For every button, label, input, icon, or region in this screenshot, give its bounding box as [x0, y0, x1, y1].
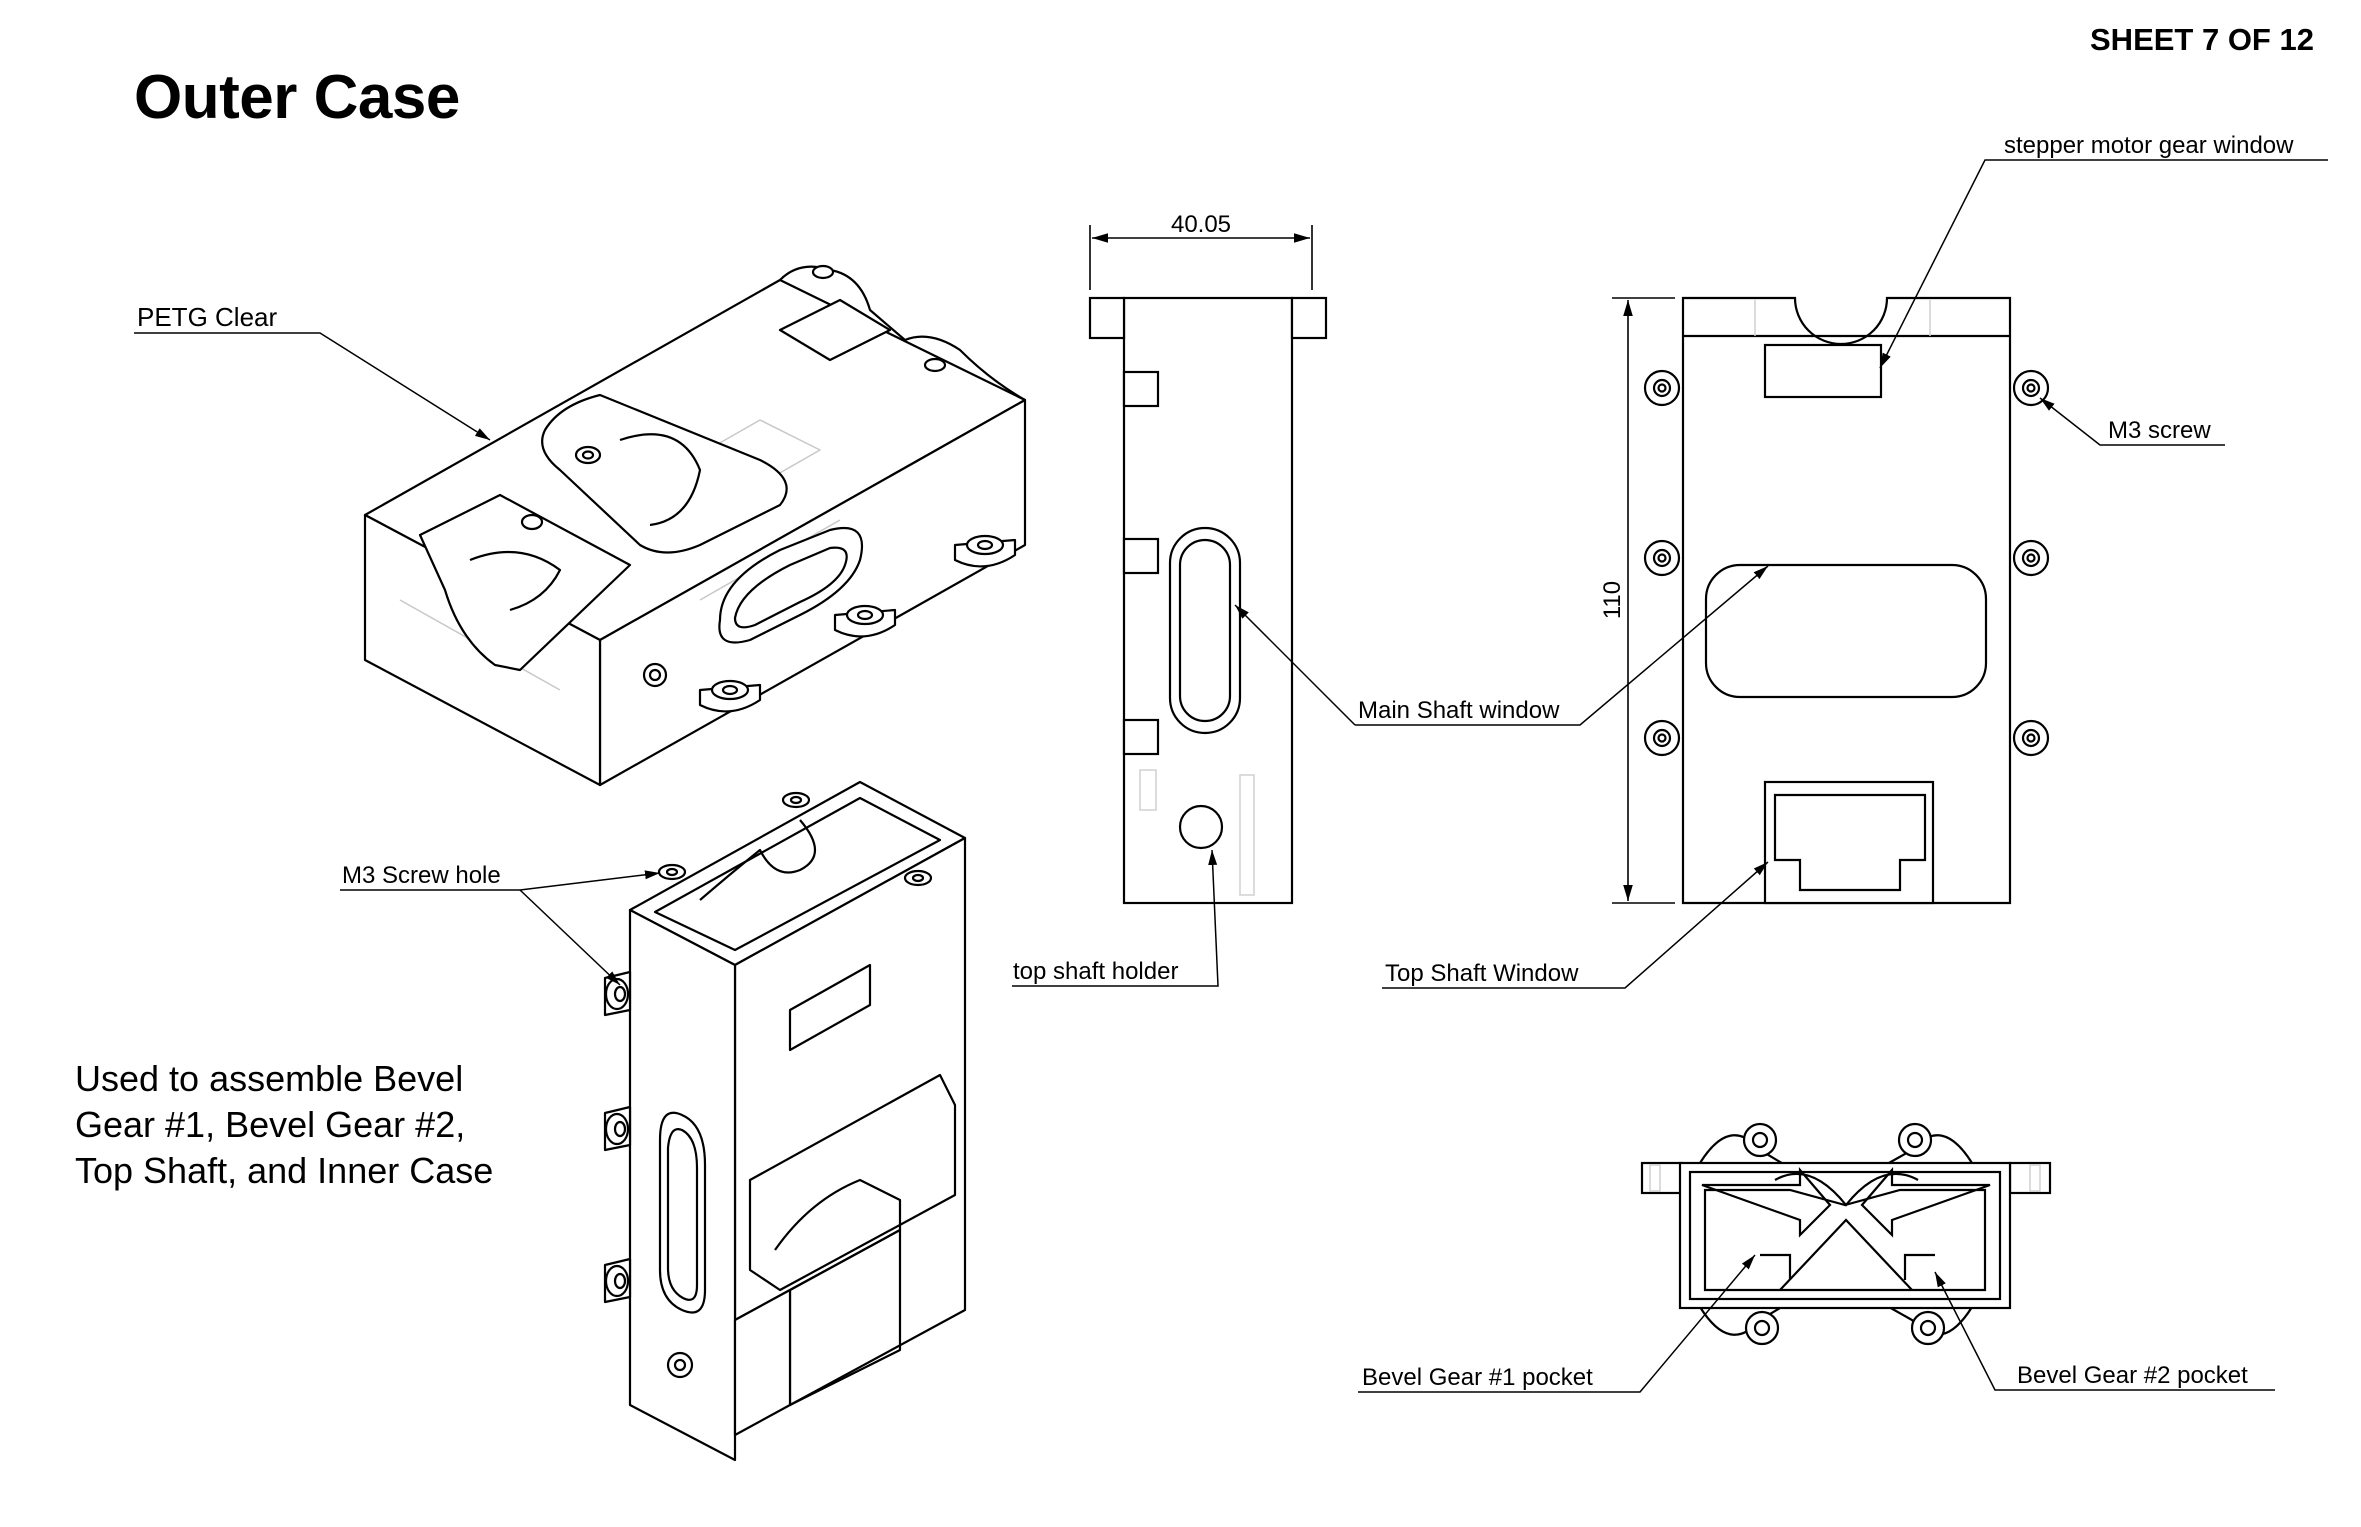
- iso-view-vertical: [603, 780, 967, 1462]
- side-view: [1088, 296, 1328, 905]
- dimension-width: [1089, 225, 1313, 290]
- assembly-note: Used to assemble Bevel Gear #1, Bevel Ge…: [75, 1056, 493, 1194]
- leader-bevel2: [1934, 1271, 2275, 1391]
- note-line-1: Used to assemble Bevel: [75, 1058, 464, 1099]
- dimension-height-label: 110: [1599, 581, 1626, 619]
- callout-leaders: [134, 159, 2328, 1393]
- front-view: [1643, 296, 2050, 905]
- label-m3-screw-hole: M3 Screw hole: [342, 862, 501, 889]
- label-stepper-window: stepper motor gear window: [2004, 132, 2294, 159]
- iso2-main-slot: [658, 1111, 707, 1314]
- leader-bevel1: [1358, 1254, 1756, 1393]
- iso-view-horizontal: [363, 264, 1027, 787]
- front-main-window: [1704, 563, 1988, 699]
- side-main-window: [1168, 526, 1242, 735]
- iso-end-cutout: [418, 493, 632, 672]
- label-main-shaft-window: Main Shaft window: [1358, 697, 1560, 724]
- side-holder-hole: [1178, 804, 1224, 850]
- leader-m3-hole-b: [519, 889, 621, 986]
- top-view: [1640, 1122, 2052, 1346]
- leader-top-shaft: [1382, 861, 1769, 989]
- iso-main-window: [541, 393, 788, 554]
- leader-stepper: [1879, 159, 2328, 369]
- leader-petg: [134, 332, 491, 441]
- label-top-shaft-holder: top shaft holder: [1013, 958, 1178, 985]
- dimension-height: [1612, 297, 1675, 904]
- front-top-shaft-window: [1763, 780, 1935, 905]
- label-petg: PETG Clear: [137, 302, 277, 332]
- leader-holder: [1012, 849, 1219, 987]
- dimension-width-label: 40.05: [1171, 211, 1231, 238]
- label-m3-screw: M3 screw: [2108, 417, 2211, 444]
- leader-m3-screw: [2039, 397, 2225, 446]
- label-top-shaft-window: Top Shaft Window: [1385, 960, 1579, 987]
- front-screw-lugs: [1643, 369, 2050, 757]
- label-bevel1-pocket: Bevel Gear #1 pocket: [1362, 1364, 1593, 1391]
- top-view-lugs: [1698, 1122, 1974, 1346]
- top-body: [1678, 1161, 2012, 1310]
- note-line-3: Top Shaft, and Inner Case: [75, 1150, 494, 1191]
- front-stepper-window: [1763, 343, 1883, 399]
- note-line-2: Gear #1, Bevel Gear #2,: [75, 1104, 466, 1145]
- label-bevel2-pocket: Bevel Gear #2 pocket: [2017, 1362, 2248, 1389]
- leader-main-shaft-a: [1355, 565, 1769, 726]
- iso-side-slot: [718, 526, 864, 644]
- iso-far-window: [778, 298, 892, 362]
- sheet-number: SHEET 7 OF 12: [2090, 22, 2314, 57]
- leader-main-shaft-b: [1234, 604, 1356, 726]
- top-bevel-pockets: [1701, 1167, 1991, 1238]
- iso2-screw-tabs: [603, 970, 632, 1304]
- sheet-title: Outer Case: [134, 63, 460, 132]
- iso-screw-tabs: [698, 534, 1017, 713]
